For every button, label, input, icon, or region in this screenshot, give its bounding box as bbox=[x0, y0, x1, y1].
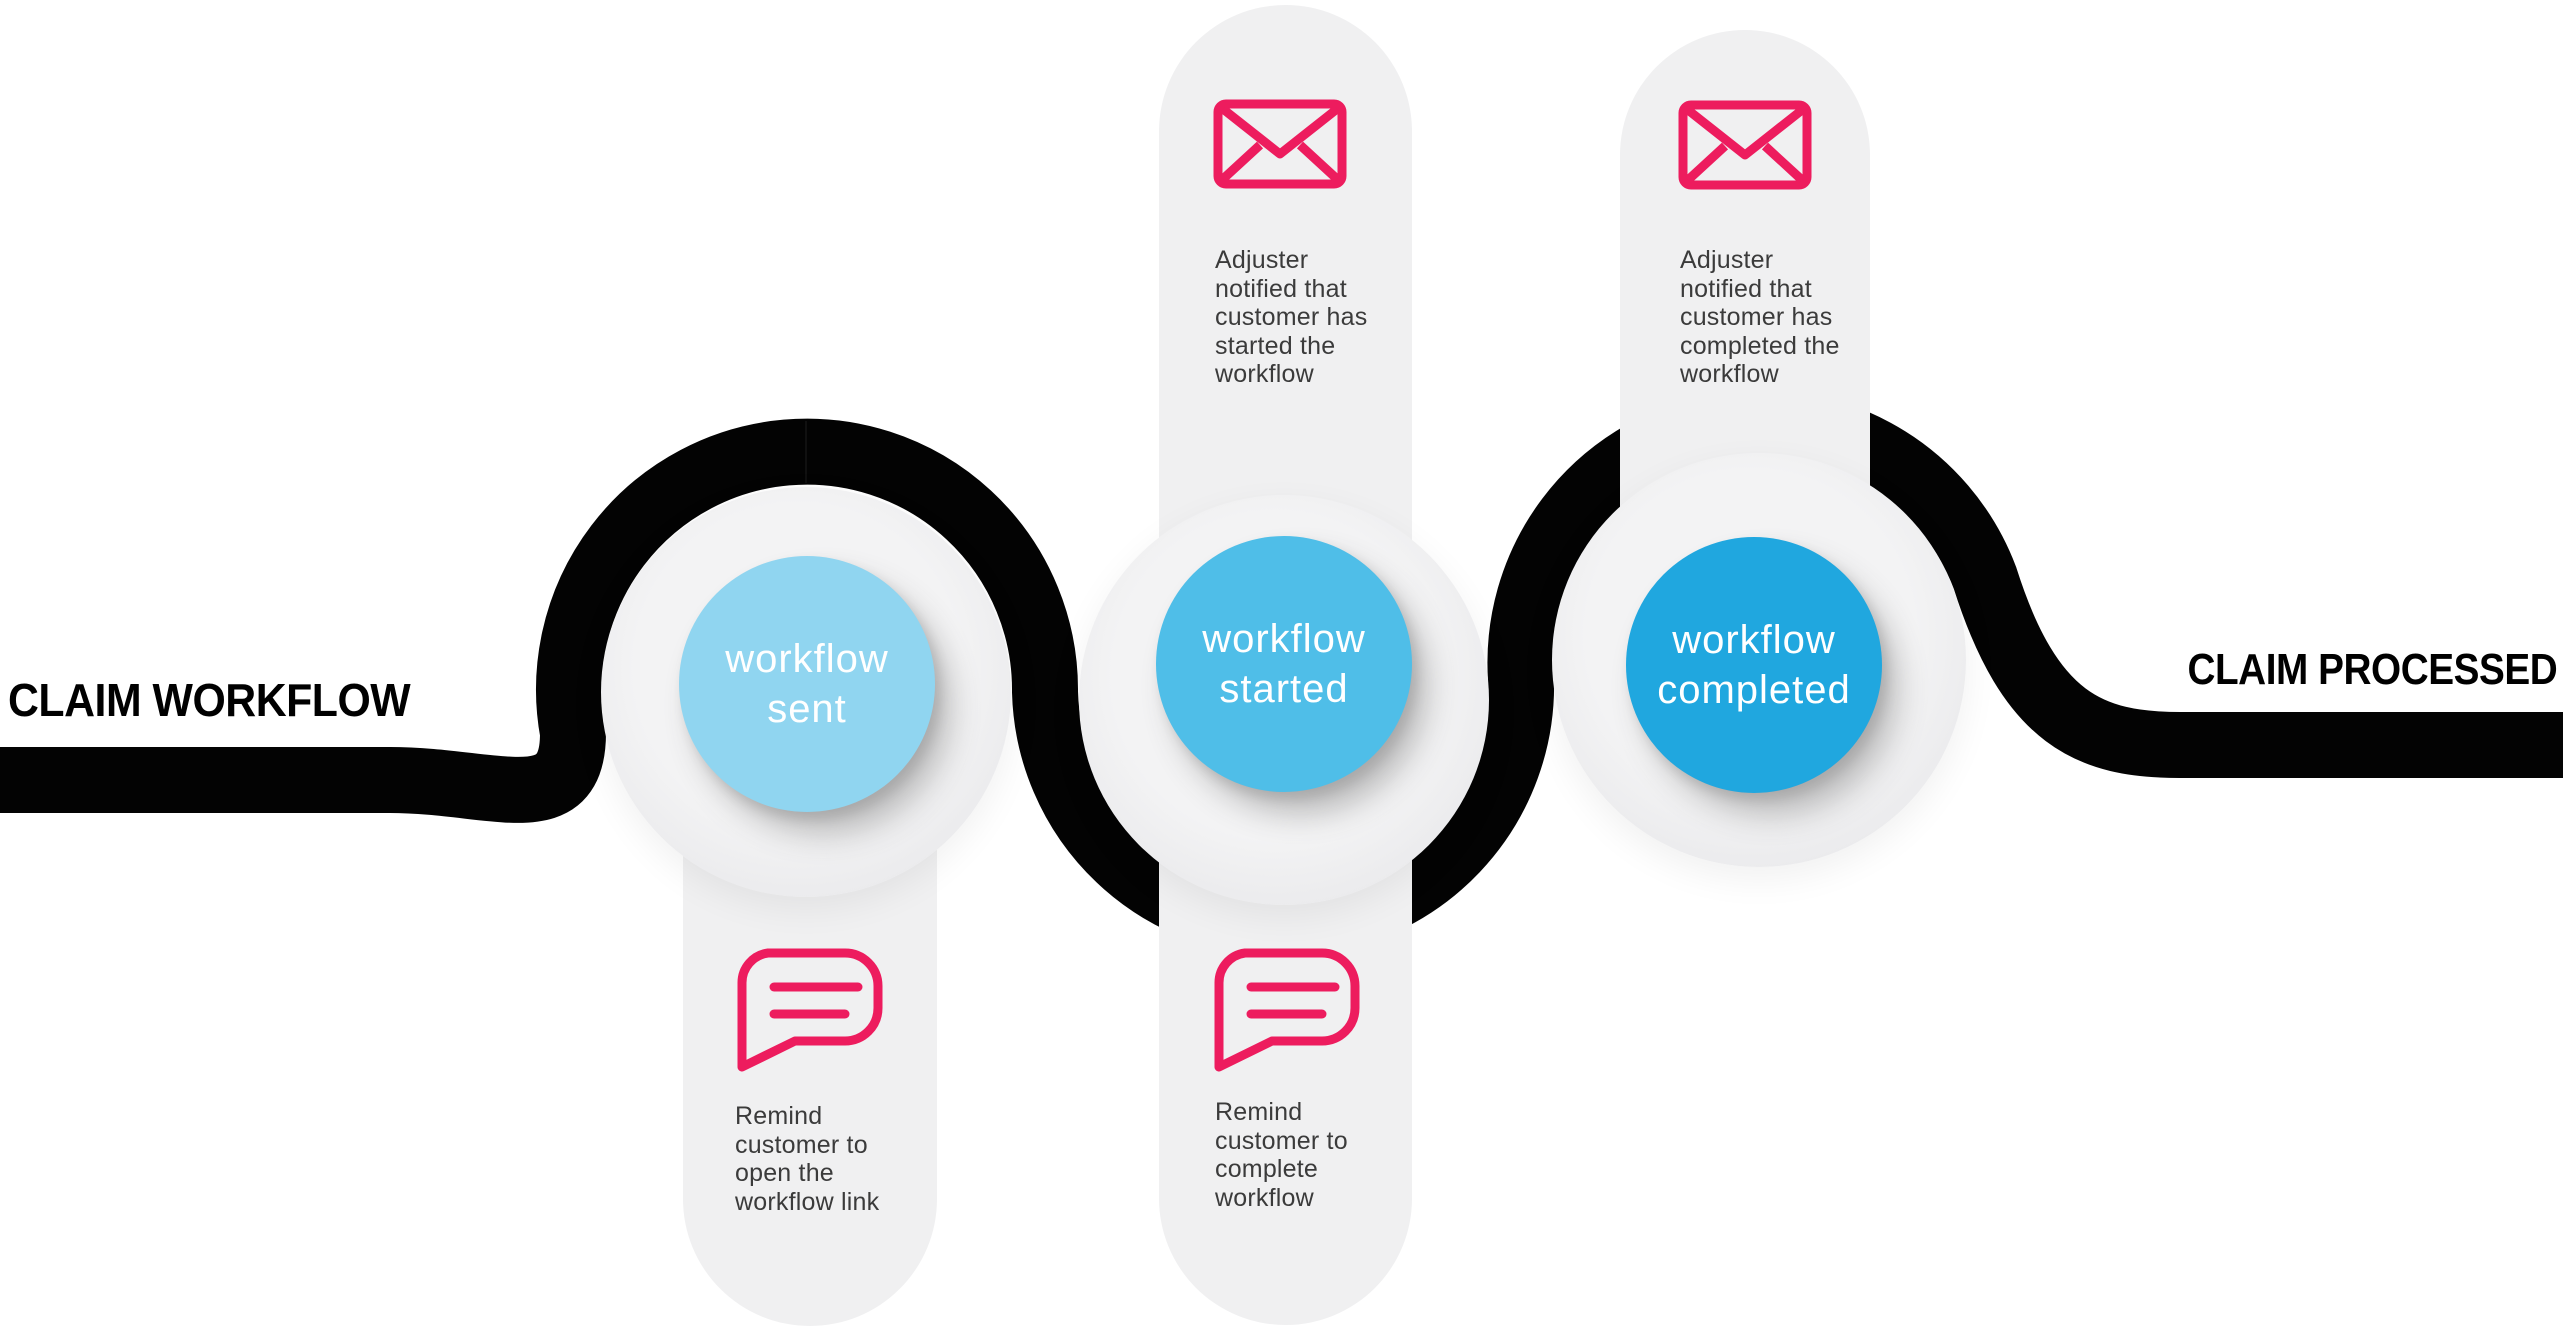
claim-workflow-title: CLAIM WORKFLOW bbox=[8, 674, 411, 726]
station-sent-label: workflow sent bbox=[725, 637, 889, 731]
station-completed-top-note: Adjuster notified that customer has comp… bbox=[1680, 246, 1840, 388]
station-completed-label: workflow completed bbox=[1657, 618, 1851, 712]
station-sent-circle: workflow sent bbox=[679, 556, 935, 812]
station-started-top-note: Adjuster notified that customer has star… bbox=[1215, 246, 1368, 388]
station-started-bottom-note: Remind customer to complete workflow bbox=[1215, 1098, 1348, 1212]
station-started-circle: workflow started bbox=[1156, 536, 1412, 792]
envelope-icon bbox=[1678, 100, 1812, 190]
chat-icon bbox=[1214, 948, 1360, 1072]
chat-icon bbox=[737, 948, 883, 1072]
station-started-label: workflow started bbox=[1202, 617, 1366, 711]
claim-processed-title: CLAIM PROCESSED bbox=[2187, 645, 2557, 694]
station-sent-note: Remind customer to open the workflow lin… bbox=[735, 1102, 880, 1216]
station-completed-circle: workflow completed bbox=[1626, 537, 1882, 793]
envelope-icon bbox=[1213, 99, 1347, 189]
